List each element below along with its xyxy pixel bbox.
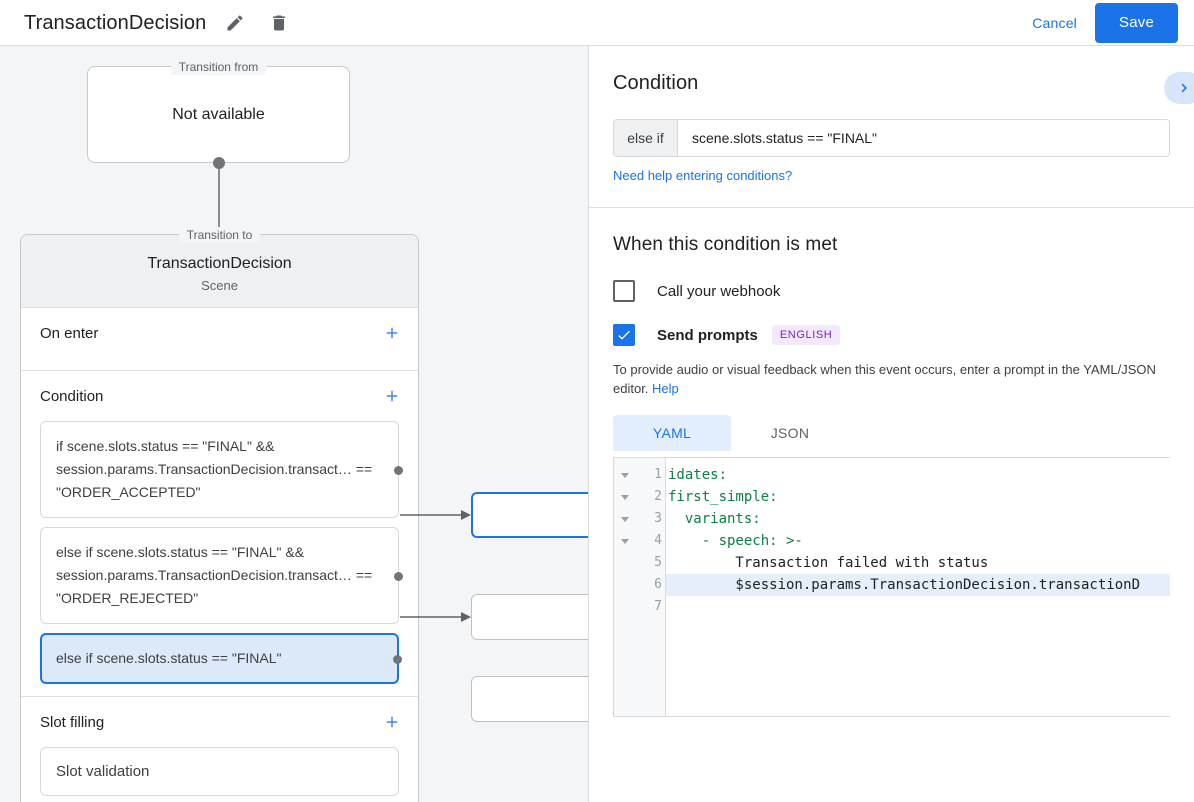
transition-from-card[interactable]: Transition from Not available — [87, 59, 350, 163]
transition-to-header[interactable]: Transition to TransactionDecision Scene — [21, 227, 418, 308]
fold-toggle-3[interactable] — [614, 508, 636, 530]
condition-card-1[interactable]: if scene.slots.status == "FINAL" && sess… — [40, 421, 403, 518]
line-number: 1 — [654, 467, 662, 482]
transition-from-legend: Transition from — [170, 59, 267, 75]
code-line: first_simple: — [668, 489, 778, 505]
code-line-active: $session.params.TransactionDecision.tran… — [666, 574, 1170, 596]
section-condition: Condition if scene.slots.status == "FINA… — [21, 371, 418, 697]
chevron-down-icon — [621, 494, 629, 500]
section-slot-filling: Slot filling Slot validation — [21, 697, 418, 802]
save-button[interactable]: Save — [1095, 2, 1178, 43]
call-webhook-row[interactable]: Call your webhook — [613, 280, 1170, 302]
call-webhook-label: Call your webhook — [657, 282, 781, 300]
call-webhook-checkbox[interactable] — [613, 280, 635, 302]
tab-yaml[interactable]: YAML — [613, 415, 731, 451]
condition-input-row: else if — [613, 119, 1170, 157]
transition-to-legend: Transition to — [178, 227, 261, 243]
editor-code-area[interactable]: idates: first_simple: variants: - speech… — [666, 458, 1170, 716]
section-header-on-enter: On enter — [21, 308, 418, 358]
when-condition-met-heading: When this condition is met — [613, 234, 838, 255]
details-panel: Condition else if Need help entering con… — [588, 46, 1194, 802]
pencil-icon[interactable] — [220, 8, 250, 38]
send-prompts-checkbox[interactable] — [613, 324, 635, 346]
chevron-down-icon — [621, 472, 629, 478]
fold-toggle-7 — [614, 596, 636, 618]
condition-card-2-port[interactable] — [394, 571, 403, 581]
condition-heading: Condition — [613, 72, 699, 94]
line-number: 2 — [654, 489, 662, 504]
target-box-3[interactable] — [471, 676, 588, 722]
code-line — [666, 596, 1170, 618]
fold-toggle-5 — [614, 552, 636, 574]
line-number: 7 — [654, 599, 662, 614]
chevron-down-icon — [621, 516, 629, 522]
editor-line-numbers: 1 2 3 4 5 6 7 — [636, 458, 666, 716]
prompt-hint-text: To provide audio or visual feedback when… — [613, 360, 1170, 398]
prompt-hint-body: To provide audio or visual feedback when… — [613, 362, 1156, 396]
code-line: idates: — [668, 467, 728, 483]
condition-card-2[interactable]: else if scene.slots.status == "FINAL" &&… — [40, 527, 403, 624]
cancel-button[interactable]: Cancel — [1022, 6, 1087, 40]
transition-from-value: Not available — [172, 105, 265, 123]
help-link[interactable]: Help — [652, 381, 679, 396]
need-help-conditions-link[interactable]: Need help entering conditions? — [613, 168, 793, 183]
condition-card-3-port[interactable] — [393, 654, 402, 664]
condition-card-2-text: else if scene.slots.status == "FINAL" &&… — [56, 544, 373, 606]
section-header-condition: Condition — [21, 371, 418, 421]
editor-format-tabs: YAML JSON — [613, 415, 1170, 451]
condition-card-3-text: else if scene.slots.status == "FINAL" — [56, 650, 282, 666]
send-prompts-row[interactable]: Send prompts ENGLISH — [613, 324, 1170, 346]
scene-name: TransactionDecision — [147, 255, 292, 272]
target-box-2[interactable] — [471, 594, 588, 640]
scene-type: Scene — [201, 278, 238, 293]
section-header-slot-filling: Slot filling — [21, 697, 418, 747]
fold-toggle-4[interactable] — [614, 530, 636, 552]
chevron-down-icon — [621, 538, 629, 544]
code-line: variants: — [668, 511, 761, 527]
line-number: 4 — [654, 533, 662, 548]
flow-canvas[interactable]: Transition from Not available Transition… — [0, 46, 588, 802]
line-number: 6 — [654, 577, 662, 592]
slot-validation-card[interactable]: Slot validation — [40, 747, 399, 796]
condition-input[interactable] — [678, 120, 1169, 156]
yaml-editor[interactable]: 1 2 3 4 5 6 7 idates: first_simple: vari… — [613, 457, 1170, 717]
section-title-condition: Condition — [40, 387, 104, 405]
scene-card: Transition to TransactionDecision Scene … — [20, 227, 419, 802]
section-title-slot-filling: Slot filling — [40, 713, 105, 731]
add-on-enter-icon[interactable] — [380, 321, 404, 345]
condition-card-3[interactable]: else if scene.slots.status == "FINAL" — [40, 633, 402, 684]
trash-icon[interactable] — [264, 8, 294, 38]
fold-toggle-2[interactable] — [614, 486, 636, 508]
add-condition-icon[interactable] — [380, 384, 404, 408]
section-on-enter: On enter — [21, 308, 418, 371]
fold-toggle-1[interactable] — [614, 464, 636, 486]
fold-toggle-6 — [614, 574, 636, 596]
language-badge: ENGLISH — [771, 325, 841, 345]
condition-prefix-label: else if — [614, 120, 678, 156]
page-title: TransactionDecision — [24, 11, 207, 34]
condition-section: Condition else if Need help entering con… — [589, 46, 1194, 208]
tab-json[interactable]: JSON — [770, 425, 810, 441]
line-number: 5 — [654, 555, 662, 570]
target-box-1[interactable] — [471, 492, 588, 538]
when-condition-met-section: When this condition is met Call your web… — [589, 208, 1194, 717]
section-title-on-enter: On enter — [40, 324, 99, 342]
chevron-right-icon[interactable] — [1164, 72, 1194, 104]
editor-fold-gutter — [614, 458, 636, 716]
app-header: TransactionDecision Cancel Save — [0, 0, 1194, 46]
line-number: 3 — [654, 511, 662, 526]
condition-card-1-text: if scene.slots.status == "FINAL" && sess… — [56, 438, 373, 500]
add-slot-filling-icon[interactable] — [380, 710, 404, 734]
condition-list: if scene.slots.status == "FINAL" && sess… — [21, 421, 418, 684]
check-icon — [618, 330, 630, 340]
condition-card-1-port[interactable] — [394, 465, 403, 475]
send-prompts-label: Send prompts — [657, 326, 758, 344]
code-line: - speech: >- — [668, 533, 803, 549]
code-line: Transaction failed with status — [668, 555, 989, 571]
